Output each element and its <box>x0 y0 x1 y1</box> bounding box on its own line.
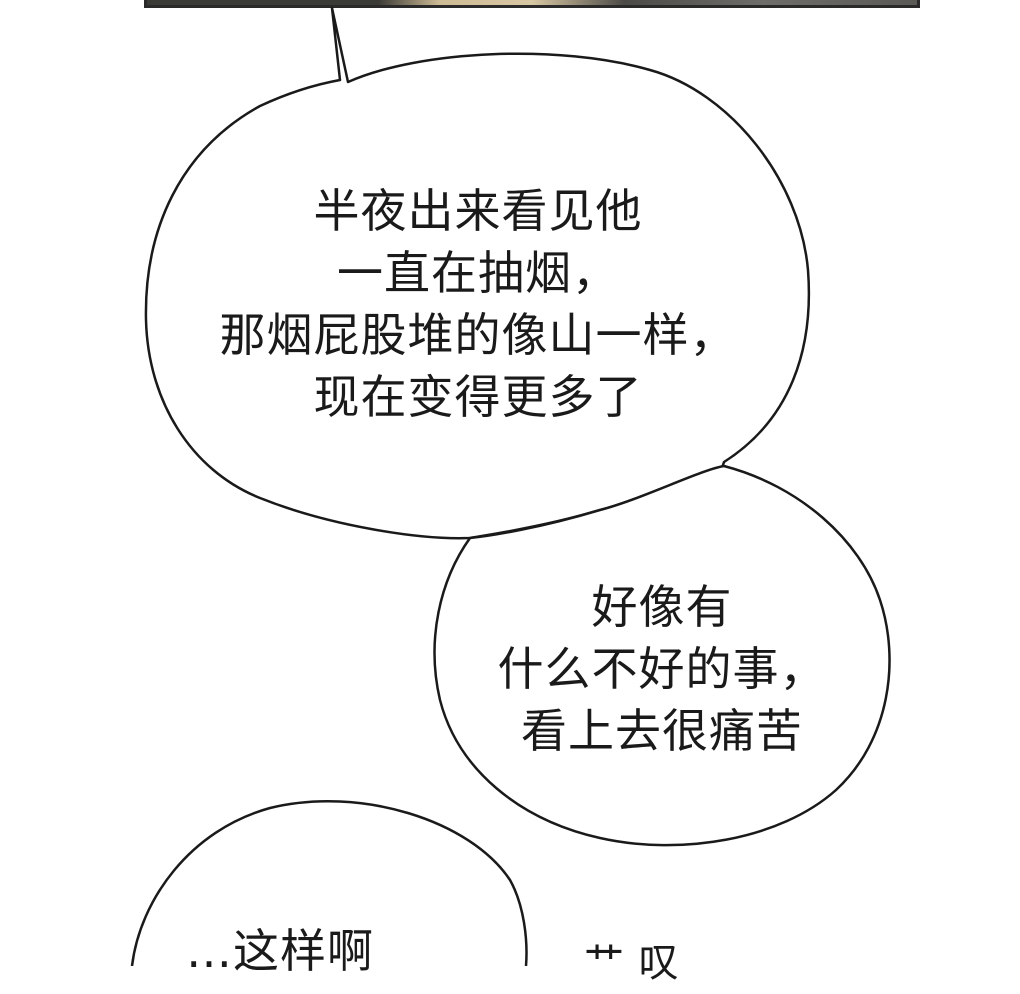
bubble-top-text: 半夜出来看见他 一直在抽烟， 那烟屁股堆的像山一样， 现在变得更多了 <box>168 180 788 428</box>
speech-bubble-bottom <box>130 800 528 966</box>
speech-bubbles-layer <box>130 6 891 966</box>
bubble-middle-line-1: 好像有 <box>591 580 733 634</box>
bubble-top-line-2: 一直在抽烟， <box>337 246 619 300</box>
bubble-top-line-1: 半夜出来看见他 <box>313 184 643 238</box>
bubble-middle-line-3: 看上去很痛苦 <box>521 704 803 758</box>
comic-page: 半夜出来看见他 一直在抽烟， 那烟屁股堆的像山一样， 现在变得更多了 好像有 什… <box>130 0 920 986</box>
speech-bubble-middle <box>433 464 891 847</box>
bubble-middle-line-2: 什么不好的事， <box>497 642 827 696</box>
bubble-top-line-3: 那烟屁股堆的像山一样， <box>219 308 737 362</box>
bubble-middle-text: 好像有 什么不好的事， 看上去很痛苦 <box>462 576 862 762</box>
bubble-top-line-4: 现在变得更多了 <box>313 370 643 424</box>
top-panel-edge <box>144 0 920 8</box>
sound-effect-text: 艹 叹 <box>584 940 680 986</box>
bubble-bottom-text: …这样啊 <box>186 924 374 978</box>
